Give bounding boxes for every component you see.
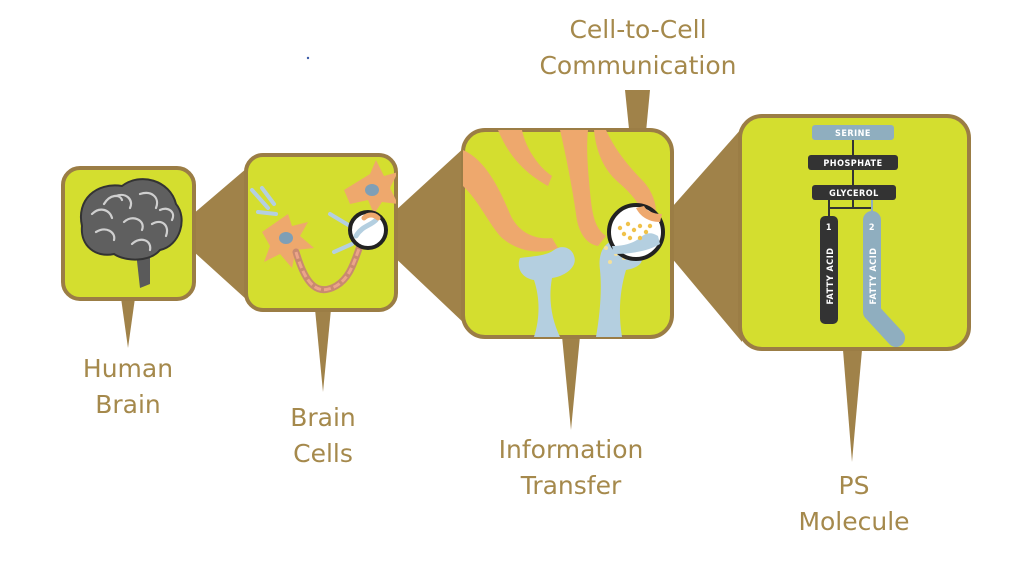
svg-text:FATTY ACID: FATTY ACID — [869, 248, 879, 305]
caption-line: Transfer — [520, 471, 622, 500]
caption-ps-molecule: PS Molecule — [784, 468, 924, 540]
caption-line: Brain — [290, 403, 356, 432]
caption-line: Human — [82, 354, 174, 383]
synapse-icon — [463, 130, 656, 337]
connector-cells-to-transfer — [370, 146, 466, 325]
connector-brain-to-cells — [172, 168, 247, 300]
svg-text:FATTY ACID: FATTY ACID — [826, 248, 836, 305]
caption-information-transfer: Information Transfer — [471, 432, 671, 504]
caption-cell-to-cell-communication: Cell-to-Cell Communication — [520, 12, 756, 84]
zoom-circle-icon — [607, 203, 665, 261]
caption-line: Cells — [293, 439, 353, 468]
svg-text:1: 1 — [826, 223, 832, 233]
neuron-icon — [250, 160, 396, 294]
panel-ps-molecule: SERINE PHOSPHATE GLYCEROL 1 FATTY ACID 2… — [738, 114, 971, 351]
pointer-human-brain — [121, 298, 135, 348]
svg-text:2: 2 — [869, 223, 875, 233]
glycerol-label: GLYCEROL — [812, 185, 896, 200]
panel-human-brain — [61, 166, 196, 301]
pointer-brain-cells — [315, 309, 331, 392]
caption-line: Information — [498, 435, 644, 464]
caption-line: PS — [838, 471, 870, 500]
pointer-information-transfer — [562, 336, 580, 430]
caption-human-brain: Human Brain — [68, 351, 188, 423]
caption-line: Brain — [95, 390, 161, 419]
fatty-acid-chain-1: 1 FATTY ACID — [820, 216, 838, 324]
stray-dot — [306, 56, 310, 60]
svg-text:GLYCEROL: GLYCEROL — [829, 189, 879, 199]
phosphate-label: PHOSPHATE — [808, 155, 898, 170]
panel-information-transfer — [461, 128, 674, 339]
pointer-ps-molecule — [843, 350, 862, 462]
serine-label: SERINE — [812, 125, 894, 140]
fatty-acid-chain-2: 2 FATTY ACID — [863, 211, 905, 347]
caption-line: Communication — [539, 51, 737, 80]
svg-text:SERINE: SERINE — [835, 129, 871, 139]
svg-text:PHOSPHATE: PHOSPHATE — [823, 159, 882, 169]
caption-line: Cell-to-Cell — [569, 15, 707, 44]
connector-transfer-to-molecule — [650, 128, 742, 342]
caption-brain-cells: Brain Cells — [263, 400, 383, 472]
caption-line: Molecule — [798, 507, 910, 536]
brain-icon — [79, 178, 183, 288]
panel-brain-cells — [244, 153, 398, 312]
zoom-circle-icon — [348, 210, 388, 250]
